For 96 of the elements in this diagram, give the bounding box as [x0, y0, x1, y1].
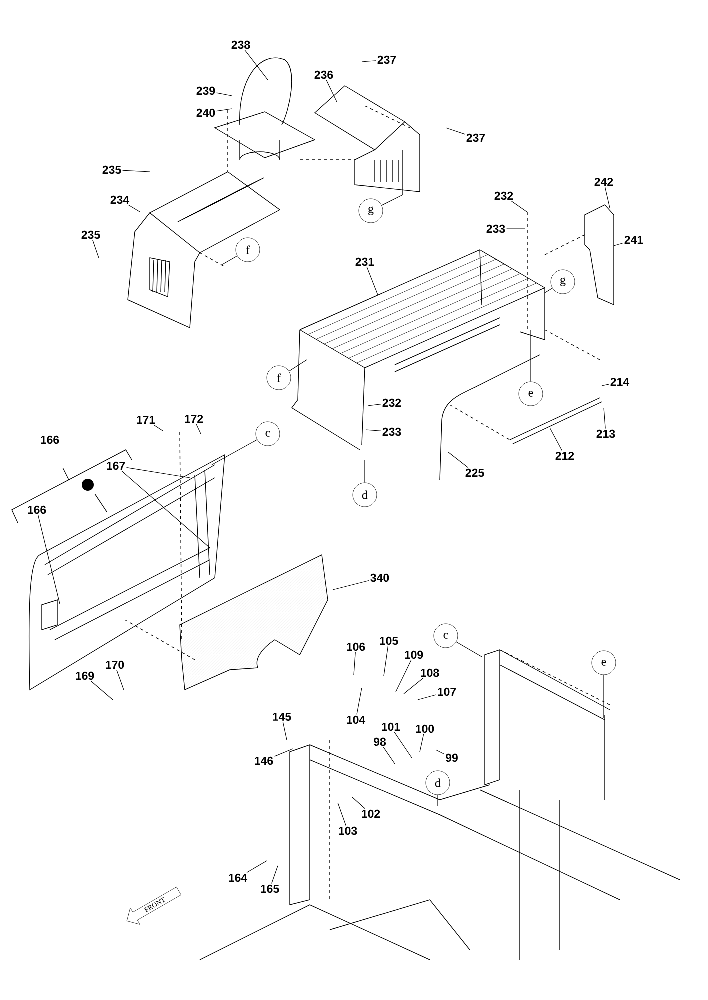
leader-line: [332, 580, 370, 590]
callout-number: 101: [382, 722, 400, 732]
leader-line: [288, 360, 308, 372]
leader-line: [383, 746, 396, 764]
callout-number: 105: [380, 636, 398, 646]
leader-line: [602, 384, 610, 386]
callout-number: 241: [624, 236, 644, 244]
leader-line: [92, 240, 100, 258]
callout-number: 99: [446, 754, 458, 762]
leader-line: [282, 722, 288, 740]
callout-number: 170: [106, 660, 124, 670]
leader-line: [272, 866, 278, 884]
leader-line: [550, 428, 562, 452]
leader-line: [274, 748, 294, 757]
callout-number: 146: [255, 756, 274, 766]
leader-line: [614, 242, 624, 246]
leader-line: [506, 228, 526, 230]
leader-line: [420, 734, 424, 752]
leader-line: [544, 288, 553, 294]
leader-line: [196, 424, 202, 434]
leader-line: [38, 514, 60, 604]
callout-number: 233: [486, 224, 506, 234]
callout-number: 242: [594, 178, 614, 186]
callout-number: 340: [370, 574, 390, 582]
leader-line: [448, 452, 469, 468]
callout-number: 167: [107, 462, 126, 470]
callout-number: 232: [382, 398, 402, 408]
leader-line: [368, 404, 382, 406]
callout-number: 103: [339, 826, 358, 836]
callout-number: 231: [356, 258, 374, 266]
leader-line: [356, 688, 362, 716]
callout-number: 109: [405, 650, 424, 660]
leader-line: [396, 660, 412, 692]
leader-line: [116, 670, 124, 690]
leader-line: [222, 256, 238, 266]
leader-line: [436, 750, 445, 754]
callout-number: 214: [610, 378, 630, 386]
callout-number: 107: [438, 688, 456, 696]
leader-line: [126, 467, 190, 478]
callout-number: 233: [382, 428, 402, 436]
leader-line: [404, 678, 424, 694]
callout-number: 102: [362, 810, 380, 818]
callout-number: 212: [556, 452, 574, 460]
callout-number: 232: [494, 192, 514, 200]
leader-line: [366, 430, 382, 432]
leader-line: [366, 266, 378, 296]
callout-number: 234: [110, 196, 130, 204]
callout-number: 239: [196, 86, 216, 96]
leader-line: [446, 128, 466, 135]
leader-line: [122, 470, 210, 548]
callout-number: 106: [347, 642, 366, 652]
leader-line: [352, 796, 366, 810]
leader-line: [354, 652, 356, 676]
leader-line: [326, 80, 338, 102]
leader-line: [418, 694, 436, 700]
leader-line: [338, 802, 346, 826]
callout-number: 145: [273, 713, 292, 722]
callout-number: 98: [374, 738, 386, 746]
leader-line: [216, 108, 232, 112]
leader-line: [511, 200, 528, 212]
callout-number: 236: [314, 70, 334, 80]
callout-number: 166: [28, 506, 46, 514]
callout-number: 164: [229, 874, 248, 882]
leader-line: [362, 60, 376, 62]
callout-number: 238: [232, 40, 250, 50]
leader-line: [384, 646, 389, 676]
callout-number: 235: [102, 166, 122, 174]
callout-number: 213: [596, 430, 616, 438]
callout-number: 108: [421, 668, 440, 678]
leader-line: [90, 680, 114, 700]
callout-number: 104: [347, 716, 366, 724]
callout-number: 240: [196, 108, 216, 118]
leader-line: [382, 194, 404, 206]
leader-line: [122, 170, 150, 172]
callout-number: 165: [261, 884, 280, 894]
leader-line: [154, 424, 164, 432]
leader-line: [604, 408, 606, 430]
leader-line: [212, 440, 258, 466]
leader-line: [530, 330, 532, 382]
callout-number: 171: [137, 416, 156, 424]
leader-line: [246, 860, 268, 874]
leader-line: [364, 460, 366, 484]
leader-line: [456, 642, 482, 658]
leader-line: [244, 50, 268, 80]
leader-line: [604, 186, 610, 208]
callout-number: 225: [466, 468, 484, 478]
callout-number: 235: [82, 230, 100, 240]
leader-line: [394, 732, 412, 758]
callout-number: 237: [378, 56, 396, 64]
callout-number: 166: [41, 436, 60, 444]
leader-line: [128, 204, 140, 212]
callout-number: 172: [185, 415, 204, 424]
callout-number: 237: [466, 134, 486, 142]
leader-line: [216, 92, 232, 96]
callout-number: 100: [416, 724, 434, 734]
callout-number: 169: [76, 672, 94, 680]
